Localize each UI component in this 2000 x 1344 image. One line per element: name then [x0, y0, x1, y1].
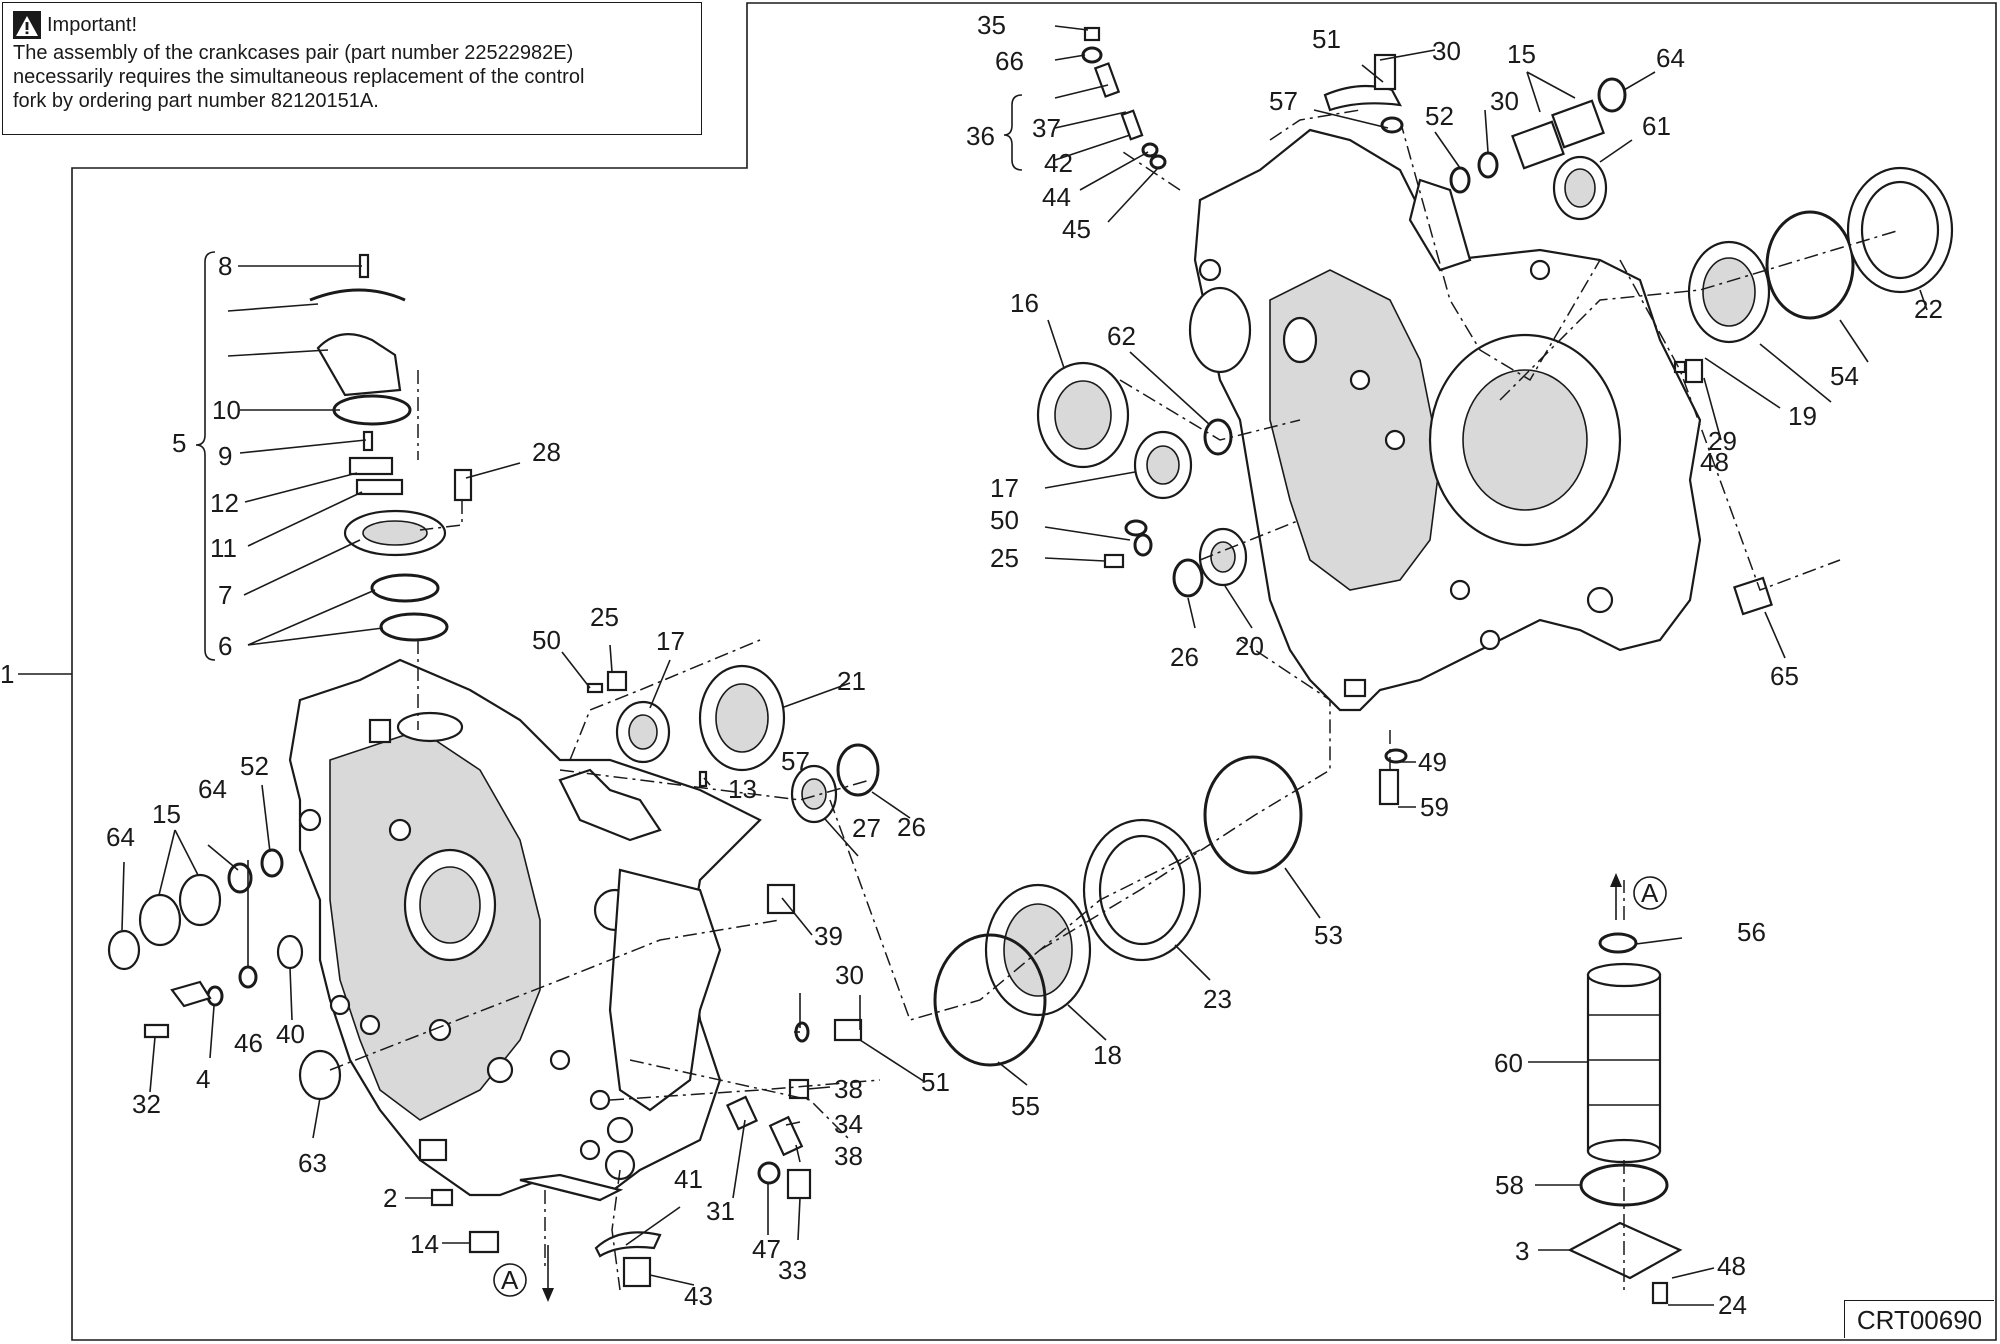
callout-labels: 1 2 3 4 5 6 7 8 9 10 11 12 13 14 15 15 1…: [0, 10, 1943, 1320]
callout: 51: [1312, 24, 1341, 54]
callout: 39: [814, 921, 843, 951]
callout: 4: [196, 1064, 210, 1094]
callout: 12: [210, 488, 239, 518]
callout: 50: [990, 505, 1019, 535]
assembly-axes: [329, 109, 1901, 1291]
callout: 26: [897, 812, 926, 842]
callout: 13: [728, 774, 757, 804]
callout: 46: [234, 1028, 263, 1058]
callout: 25: [590, 602, 619, 632]
callout: 17: [656, 626, 685, 656]
callout: 48: [1700, 447, 1729, 477]
callout: 14: [410, 1229, 439, 1259]
callout: 15: [1507, 39, 1536, 69]
callout: 55: [1011, 1091, 1040, 1121]
callout: 57: [1269, 86, 1298, 116]
callout: 59: [1420, 792, 1449, 822]
callout: 63: [298, 1148, 327, 1178]
diagram-frame: [71, 2, 1997, 1341]
callout: 57: [781, 746, 810, 776]
callout: 48: [1717, 1251, 1746, 1281]
callout: 32: [132, 1089, 161, 1119]
notice-line: fork by ordering part number 82120151A.: [13, 90, 379, 112]
callout: 22: [1914, 294, 1943, 324]
callout: 23: [1203, 984, 1232, 1014]
callout: 36: [966, 121, 995, 151]
callout: 33: [778, 1255, 807, 1285]
callout: 24: [1718, 1290, 1747, 1320]
callout: 40: [276, 1019, 305, 1049]
callout: 30: [835, 960, 864, 990]
view-marker-label: A: [1641, 878, 1659, 908]
callout: 42: [1044, 148, 1073, 178]
callout: 19: [1788, 401, 1817, 431]
callout: 6: [218, 631, 232, 661]
callout: 25: [990, 543, 1019, 573]
leader-lines: [18, 25, 1928, 1306]
callout: 34: [834, 1109, 863, 1139]
callout: 5: [172, 428, 186, 458]
callout: 18: [1093, 1040, 1122, 1070]
callout: 35: [977, 10, 1006, 40]
callout: 58: [1495, 1170, 1524, 1200]
drawing-code: CRT00690: [1844, 1300, 1994, 1338]
notice-heading: Important!: [47, 14, 138, 36]
callout: 7: [218, 580, 232, 610]
loose-parts: [107, 26, 1954, 1305]
callout: 38: [834, 1141, 863, 1171]
callout: 64: [106, 822, 135, 852]
callout: 54: [1830, 361, 1859, 391]
callout: 49: [1418, 747, 1447, 777]
callout: 62: [1107, 321, 1136, 351]
right-crankcase-half: [1188, 128, 1702, 712]
callout: 44: [1042, 182, 1071, 212]
callout: 37: [1032, 113, 1061, 143]
callout: 21: [837, 666, 866, 696]
callout: 11: [210, 533, 237, 563]
left-crankcase-half: [288, 658, 762, 1202]
callout: 8: [218, 251, 232, 281]
callout: 64: [1656, 43, 1685, 73]
callout: 31: [706, 1196, 735, 1226]
callout: 53: [1314, 920, 1343, 950]
callout: 10: [212, 395, 241, 425]
callout: 52: [1425, 101, 1454, 131]
callout: 20: [1235, 631, 1264, 661]
callout: 27: [852, 813, 881, 843]
callout: 9: [218, 441, 232, 471]
callout: 66: [995, 46, 1024, 76]
callout: 2: [383, 1183, 397, 1213]
view-marker-label: A: [501, 1265, 519, 1295]
callout: 16: [1010, 288, 1039, 318]
callout: 60: [1494, 1048, 1523, 1078]
warning-triangle-icon: [13, 11, 41, 39]
callout: 51: [921, 1067, 950, 1097]
callout: 28: [532, 437, 561, 467]
notice-line: necessarily requires the simultaneous re…: [13, 66, 585, 88]
callout: 47: [752, 1234, 781, 1264]
callout: 56: [1737, 917, 1766, 947]
important-notice-box: Important! The assembly of the crankcase…: [2, 2, 702, 135]
callout: 3: [1515, 1236, 1529, 1266]
callout: 17: [990, 473, 1019, 503]
callout: 52: [240, 751, 269, 781]
callout: 38: [834, 1074, 863, 1104]
callout: 26: [1170, 642, 1199, 672]
callout: 61: [1642, 111, 1671, 141]
callout: 43: [684, 1281, 713, 1311]
callout: 41: [674, 1164, 703, 1194]
callout: 45: [1062, 214, 1091, 244]
callout: 50: [532, 625, 561, 655]
callout: 29: [1708, 426, 1737, 456]
callout: 30: [1490, 86, 1519, 116]
callout: 64: [198, 774, 227, 804]
callout: 65: [1770, 661, 1799, 691]
notice-line: The assembly of the crankcases pair (par…: [13, 42, 574, 64]
callout: 1: [0, 659, 14, 689]
callout: 30: [1432, 36, 1461, 66]
callout: 15: [152, 799, 181, 829]
